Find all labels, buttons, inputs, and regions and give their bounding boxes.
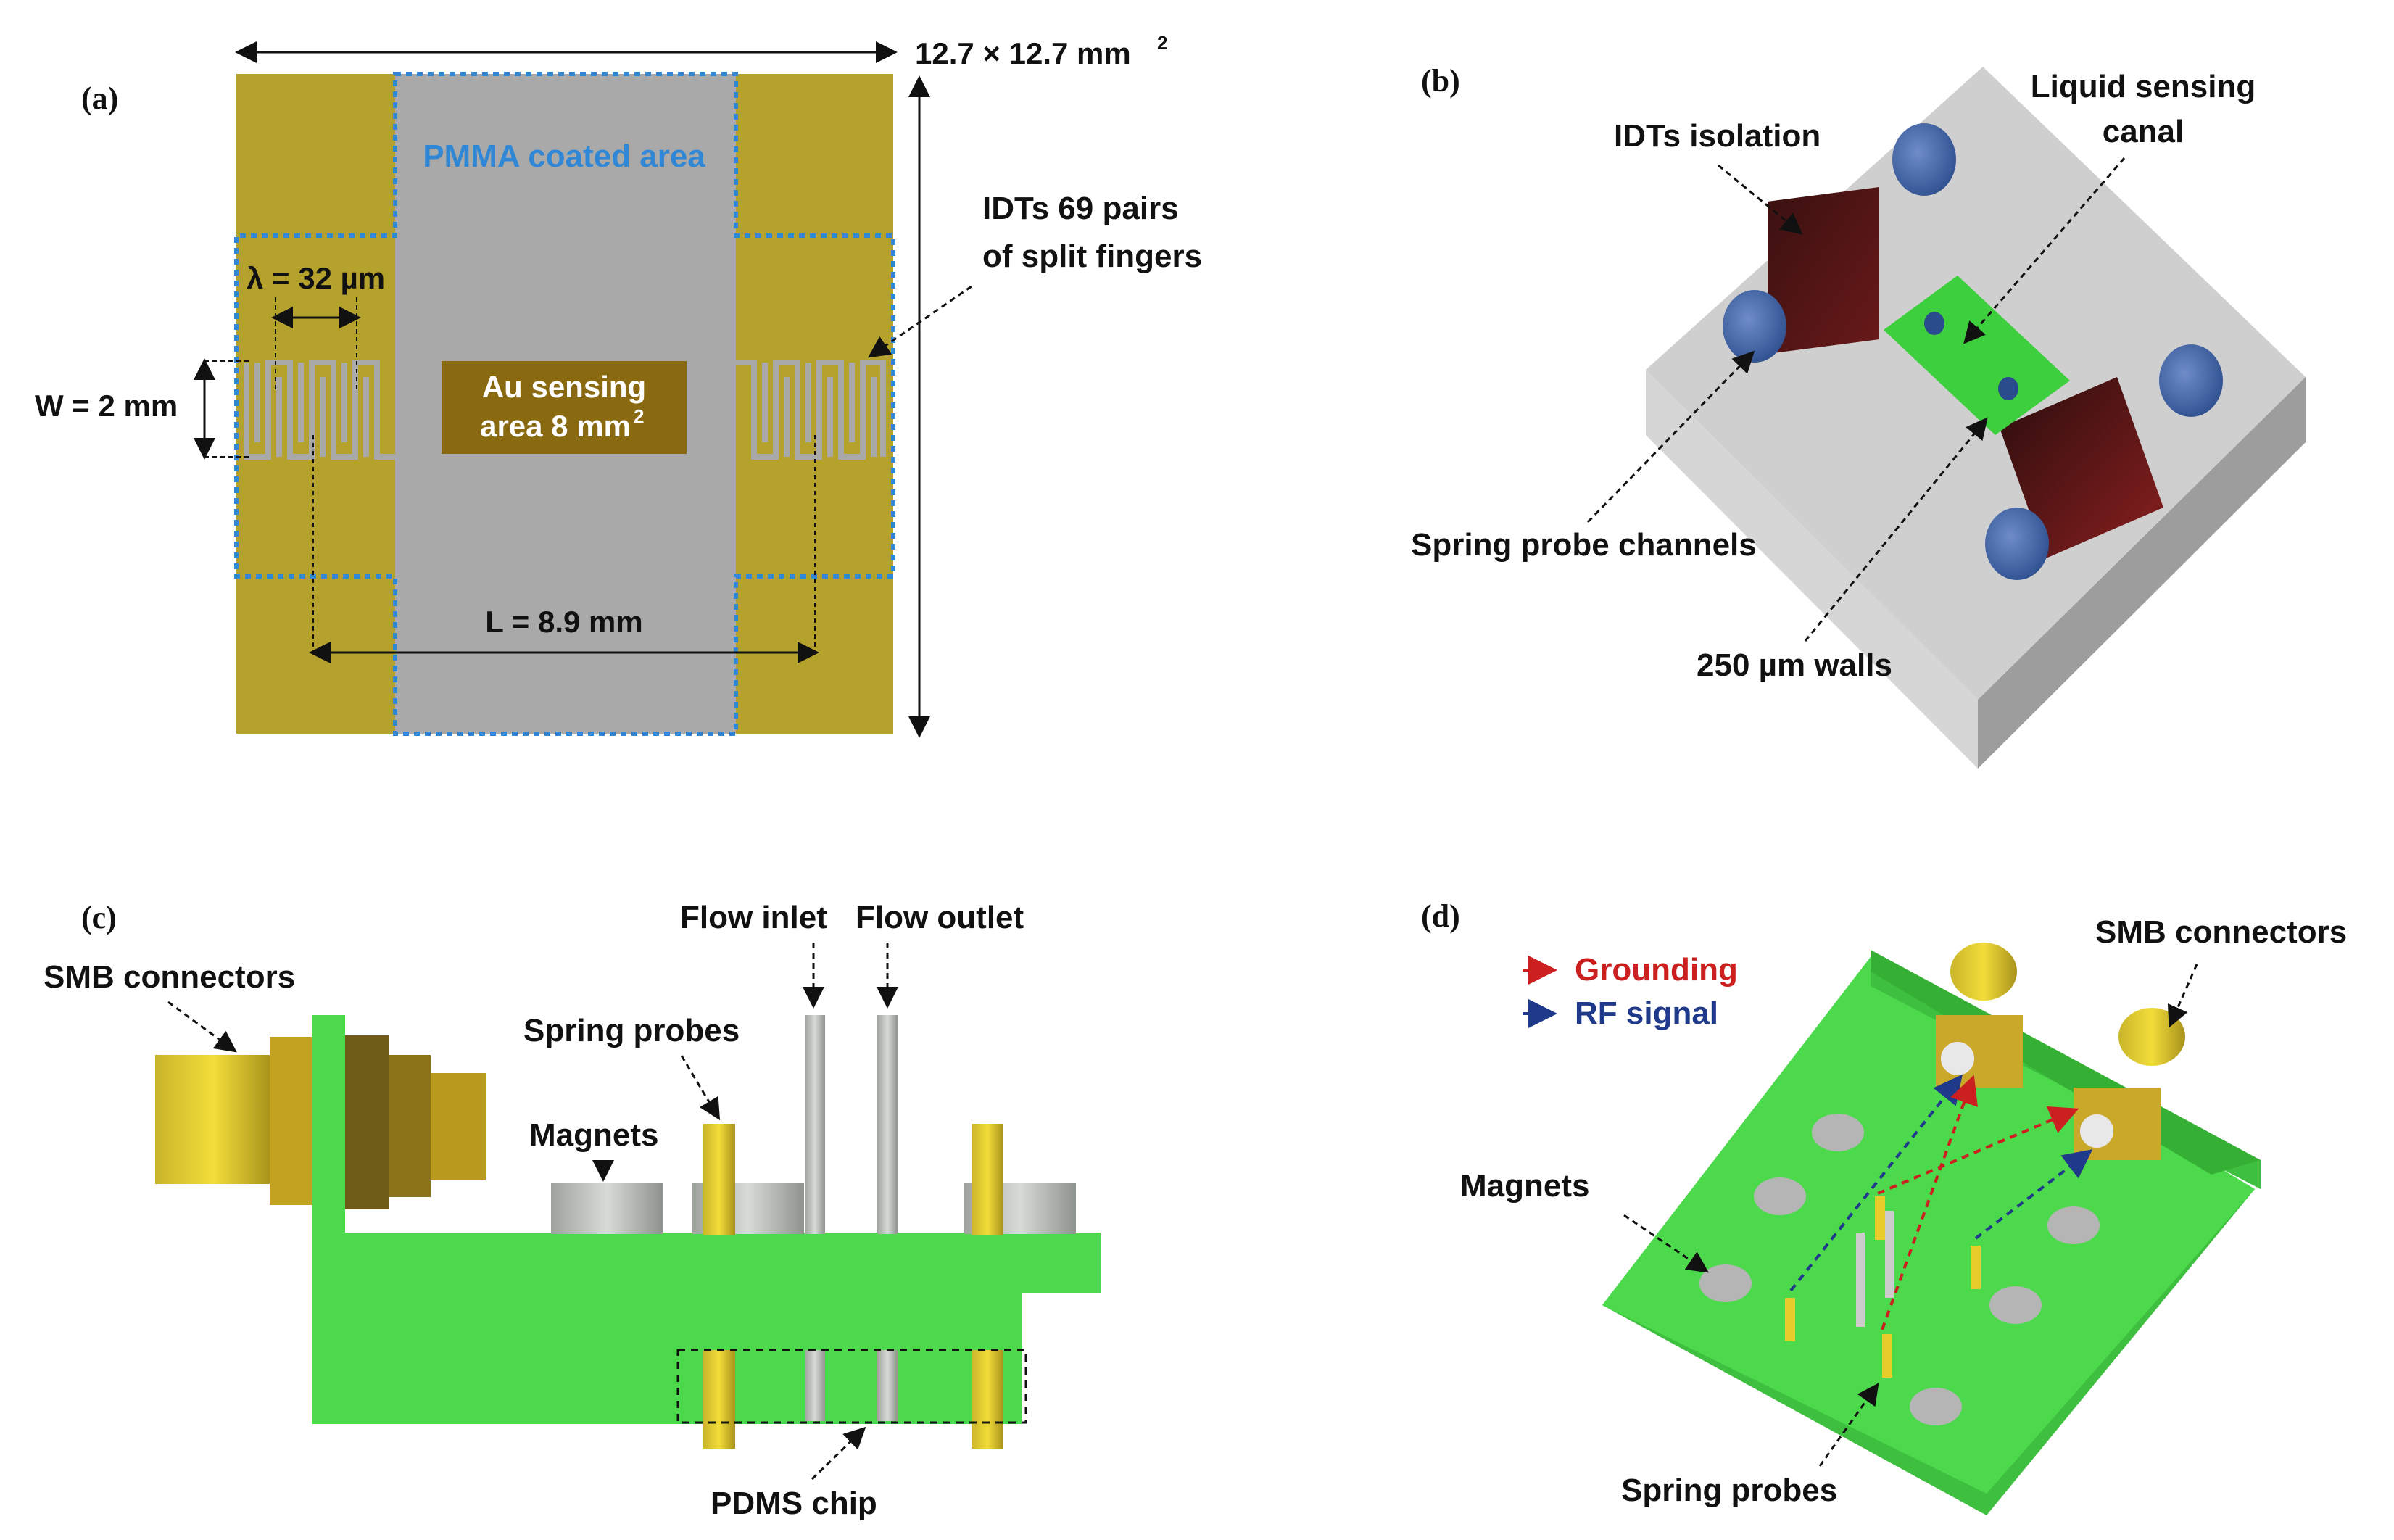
width-label: W = 2 mm: [35, 389, 178, 423]
smb-connector-d-2: [2118, 1008, 2185, 1066]
dimension-label: 12.7 × 12.7 mm: [915, 36, 1131, 70]
block-right-side: [1978, 377, 2306, 769]
legend-rf: RF signal: [1575, 995, 1718, 1031]
length-label: L = 8.9 mm: [485, 605, 643, 639]
flow-outlet-label: Flow outlet: [856, 900, 1024, 935]
panel-c-tag: (c): [81, 900, 117, 935]
pdms-chip-outline: [676, 1349, 1027, 1424]
spring-probes-label-c: Spring probes: [523, 1013, 740, 1048]
magnet-c-1: [551, 1183, 663, 1234]
idt-isolation-label: IDTs isolation: [1614, 118, 1821, 154]
flow-inlet-tube: [805, 1015, 825, 1234]
au-line2: area 8 mm: [480, 409, 631, 443]
pmma-label: PMMA coated area: [423, 138, 705, 174]
liquid-line1: Liquid sensing: [2031, 69, 2256, 104]
rf-line-2: [1974, 1149, 2093, 1240]
probe-hole-3: [2159, 344, 2223, 417]
flow-outlet-tube: [877, 1015, 898, 1234]
probe-hole-1: [1892, 123, 1956, 196]
flow-inlet-label: Flow inlet: [680, 900, 827, 935]
magnet-d-1: [1812, 1114, 1864, 1151]
pdms-label: PDMS chip: [711, 1486, 877, 1521]
smb-label-d: SMB connectors: [2095, 914, 2347, 950]
pcb-vertical: [312, 1015, 345, 1240]
walls-label: 250 µm walls: [1697, 647, 1892, 683]
au-sup: 2: [634, 405, 644, 427]
dimension-sup: 2: [1157, 32, 1167, 54]
block-left-side: [1646, 370, 1978, 769]
idts-line1: IDTs 69 pairs: [982, 191, 1179, 226]
probe-hole-2: [1723, 290, 1786, 363]
au-line1: Au sensing: [482, 370, 646, 404]
spring-probe-c-1: [703, 1124, 735, 1235]
smb-connector-c: [155, 1055, 271, 1184]
smb-label-c: SMB connectors: [44, 959, 295, 995]
idts-line2: of split fingers: [982, 239, 1202, 274]
panel-b-tag: (b): [1421, 63, 1460, 99]
smb-connector-d-1: [1950, 943, 2017, 1001]
legend-grounding: Grounding: [1575, 952, 1738, 988]
pmma-outline: [234, 72, 895, 736]
panel-c: (c) SMB connectors Flow inlet Flow: [44, 900, 1101, 1521]
right-idt: [736, 360, 886, 460]
spring-probe-d-1: [1785, 1298, 1795, 1341]
idt-isolation-2: [2000, 377, 2163, 558]
spring-probes-label-d: Spring probes: [1621, 1473, 1837, 1508]
pcb-top: [312, 1233, 1101, 1293]
panel-b: (b) IDTs isolation Liquid sensing canal …: [1411, 63, 2306, 769]
au-sensing-area: [442, 361, 687, 454]
probe-hole-4: [1985, 508, 2049, 580]
lambda-label: λ = 32 µm: [247, 261, 385, 295]
ground-line-1: [1881, 1075, 1978, 1330]
panel-a: (a) Au sensing area 8 mm 2 PMMA coated a…: [35, 32, 1202, 738]
panel-d-tag: (d): [1421, 898, 1460, 934]
pcb-bottom: [312, 1293, 1022, 1424]
ground-line-2: [1877, 1106, 2079, 1195]
panel-a-tag: (a): [81, 80, 118, 116]
left-idt: [244, 360, 395, 460]
rf-line-1: [1789, 1074, 1963, 1292]
liquid-line2: canal: [2103, 114, 2184, 149]
magnets-label-c: Magnets: [529, 1117, 658, 1153]
panel-d: (d) Grounding: [1421, 898, 2347, 1515]
spring-channels-label: Spring probe channels: [1411, 527, 1757, 563]
magnets-label-d: Magnets: [1460, 1168, 1589, 1204]
